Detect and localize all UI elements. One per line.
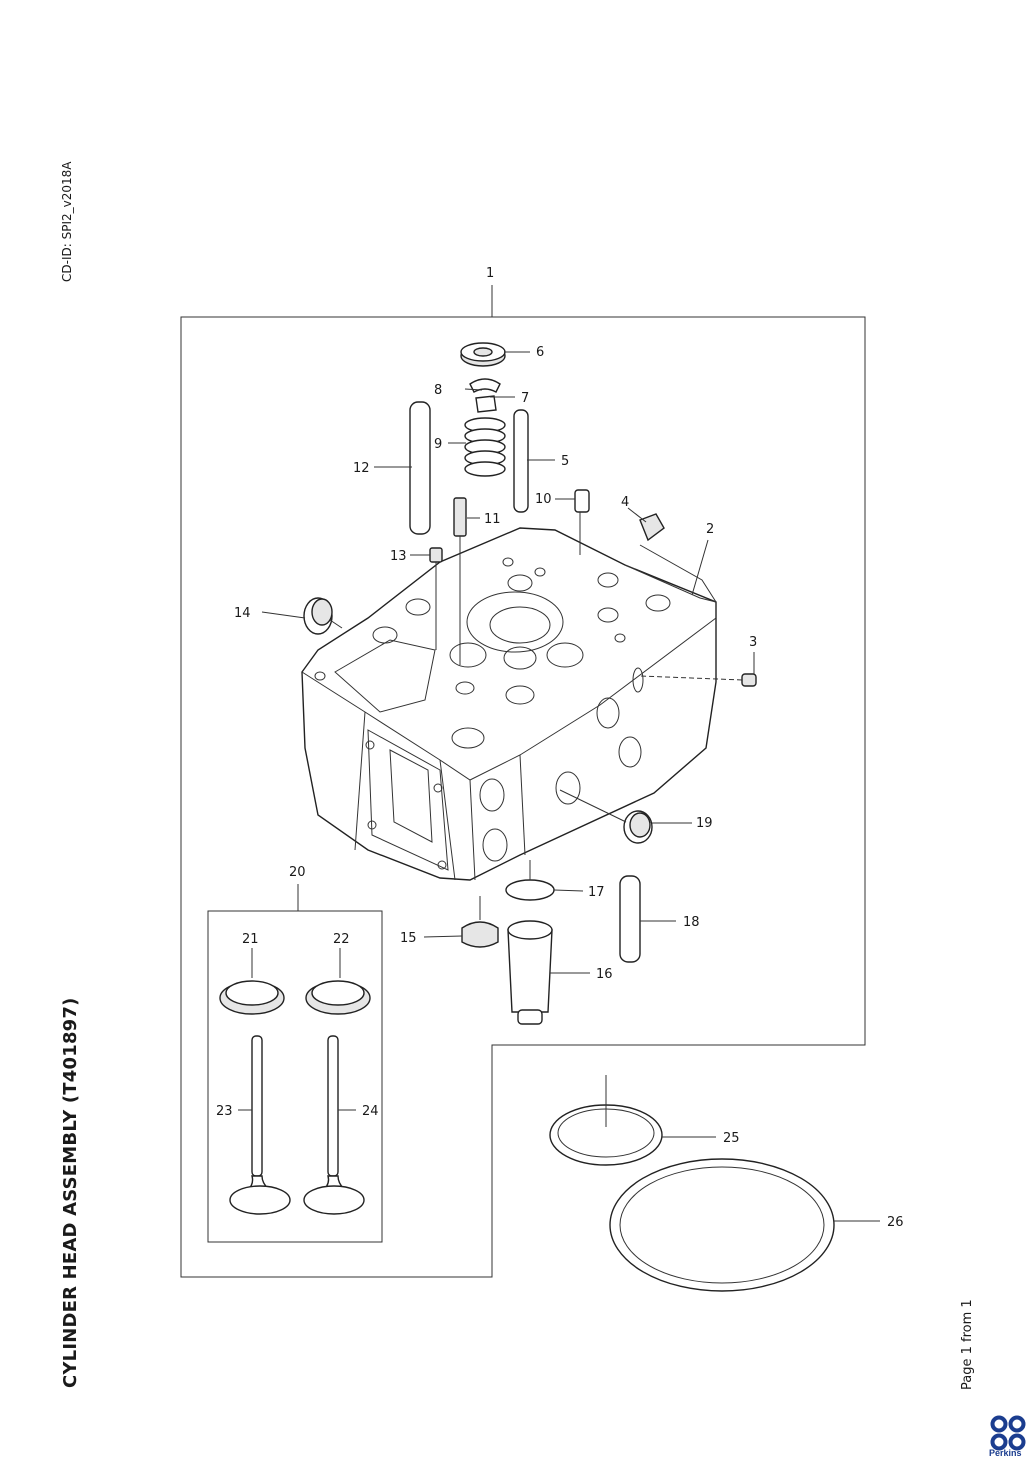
callout-3: 3 [749, 635, 757, 650]
part-17-o-ring [505, 879, 555, 901]
callout-labels: 1 2 3 4 5 6 7 8 9 10 11 12 13 14 15 16 1… [216, 266, 904, 1230]
callout-17: 17 [588, 885, 605, 900]
callout-5: 5 [561, 454, 569, 469]
callout-16: 16 [596, 967, 613, 982]
perkins-logo-icon [990, 1415, 1026, 1451]
part-25-seal-ring [549, 1104, 663, 1166]
callout-20: 20 [289, 865, 306, 880]
assembly-frame [180, 316, 866, 1278]
callout-24: 24 [362, 1104, 379, 1119]
part-4-plug [639, 513, 665, 542]
part-15-cup [461, 921, 499, 948]
part-22-valve-seat-insert [305, 980, 371, 1015]
leader-lines [238, 351, 880, 1222]
part-5-valve-guide [513, 409, 529, 513]
part-21-valve-seat-insert [219, 980, 285, 1015]
valve-kit-frame [207, 910, 383, 1243]
callout-2: 2 [706, 522, 714, 537]
cylinder-head-block [301, 527, 717, 881]
callout-12: 12 [353, 461, 370, 476]
part-13-plug [429, 547, 443, 563]
callout-13: 13 [390, 549, 407, 564]
callout-4: 4 [621, 495, 629, 510]
callout-8: 8 [434, 383, 442, 398]
part-18-guide [619, 875, 641, 963]
callout-18: 18 [683, 915, 700, 930]
part-10-dowel [574, 489, 590, 513]
brand-name: Perkins [989, 1448, 1022, 1458]
callout-7: 7 [521, 391, 529, 406]
part-14-core-plug [303, 597, 333, 635]
callout-10: 10 [535, 492, 552, 507]
part-12-push-rod [409, 401, 431, 535]
part-24-exhaust-valve [303, 1035, 365, 1215]
callout-22: 22 [333, 932, 350, 947]
callout-9: 9 [434, 437, 442, 452]
callout-23: 23 [216, 1104, 233, 1119]
callout-6: 6 [536, 345, 544, 360]
callout-15: 15 [400, 931, 417, 946]
part-3-dowel [741, 673, 757, 687]
part-23-inlet-valve [229, 1035, 291, 1215]
callout-14: 14 [234, 606, 251, 621]
callout-1: 1 [486, 266, 494, 281]
part-6-valve-rotator [460, 342, 506, 367]
part-16-injector-sleeve [507, 920, 553, 1025]
part-9-valve-spring [464, 417, 506, 477]
callout-26: 26 [887, 1215, 904, 1230]
callout-21: 21 [242, 932, 259, 947]
callout-11: 11 [484, 512, 501, 527]
callout-19: 19 [696, 816, 713, 831]
part-26-head-gasket [609, 1158, 835, 1292]
callout-25: 25 [723, 1131, 740, 1146]
part-11-stud [453, 497, 467, 537]
part-7-collet [475, 395, 497, 413]
part-19-core-plug [623, 810, 653, 844]
